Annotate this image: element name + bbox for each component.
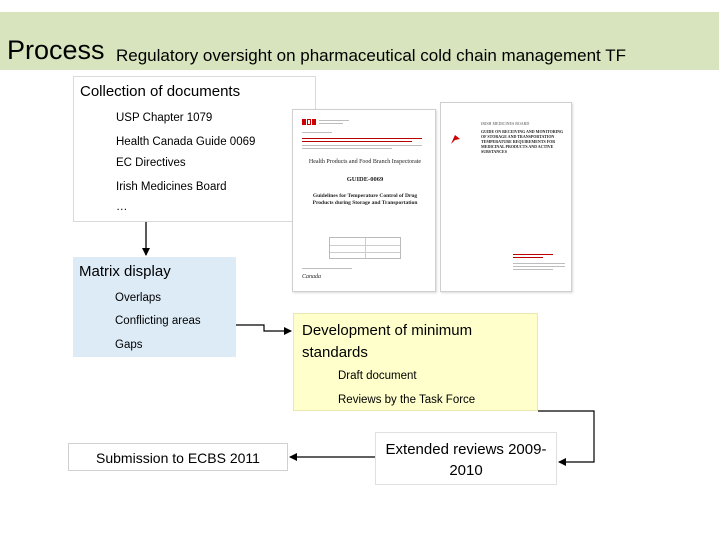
- header-bar: Process Regulatory oversight on pharmace…: [0, 12, 719, 70]
- extended-reviews-box: Extended reviews 2009-2010: [375, 432, 557, 485]
- imb-logo-icon: [450, 132, 461, 144]
- matrix-item: Conflicting areas: [115, 315, 201, 327]
- submission-title: Submission to ECBS 2011: [96, 450, 260, 466]
- matrix-display-box: Matrix display Overlaps Conflicting area…: [73, 257, 236, 357]
- doc-heading: IRISH MEDICINES BOARD: [481, 121, 530, 126]
- matrix-item: Gaps: [115, 339, 143, 351]
- doc-subtitle: GUIDE ON RECEIVING AND MONITORING OF STO…: [481, 129, 564, 154]
- canada-wordmark: Canada: [302, 274, 322, 280]
- extended-reviews-title: Extended reviews 2009-2010: [385, 441, 547, 479]
- submission-box: Submission to ECBS 2011: [68, 443, 288, 471]
- development-item: Reviews by the Task Force: [338, 394, 476, 406]
- collection-item: USP Chapter 1079: [116, 112, 213, 124]
- arrow-matrix-to-development: [236, 324, 292, 335]
- doc-subtitle: Guidelines for Temperature Control of Dr…: [312, 193, 418, 206]
- collection-item: Irish Medicines Board: [116, 181, 227, 193]
- slide-title: Process: [7, 35, 105, 65]
- matrix-item: Overlaps: [115, 292, 162, 304]
- doc-heading: Health Products and Food Branch Inspecto…: [308, 159, 422, 165]
- collection-title: Collection of documents: [80, 83, 241, 100]
- development-title: Development of minimum standards: [302, 322, 473, 361]
- collection-item: Health Canada Guide 0069: [116, 136, 256, 148]
- collection-item: EC Directives: [116, 157, 186, 169]
- development-item: Draft document: [338, 370, 417, 382]
- matrix-title: Matrix display: [79, 263, 171, 280]
- slide-subtitle: Regulatory oversight on pharmaceutical c…: [116, 46, 626, 65]
- health-canada-document-thumbnail: Health Products and Food Branch Inspecto…: [292, 109, 436, 292]
- flag-icon: [302, 119, 306, 125]
- collection-item: …: [116, 201, 128, 213]
- collection-box: Collection of documents USP Chapter 1079…: [73, 76, 316, 222]
- doc-guide-number: GUIDE-0069: [346, 176, 384, 183]
- doc-info-table: [329, 237, 401, 259]
- development-box: Development of minimum standards Draft d…: [293, 313, 538, 411]
- irish-medicines-document-thumbnail: IRISH MEDICINES BOARD GUIDE ON RECEIVING…: [440, 102, 572, 292]
